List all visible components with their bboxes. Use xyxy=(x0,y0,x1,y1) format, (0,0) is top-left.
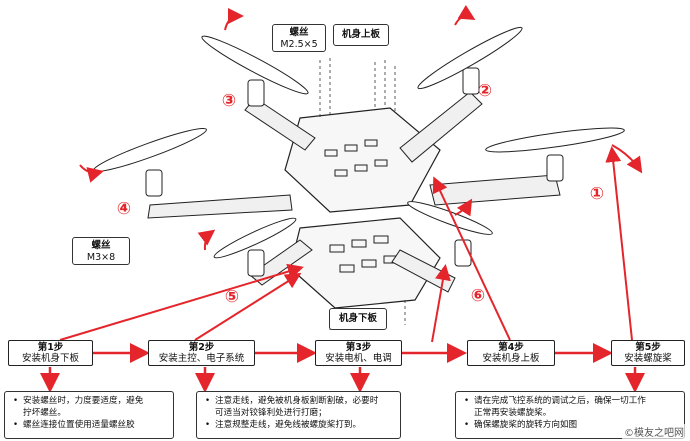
note-step1-item-2: 螺丝连接位置使用适量螺丝胶 xyxy=(13,419,167,431)
leader-step4 xyxy=(432,176,511,341)
step-2: 第2步 安装主控、电子系统 xyxy=(148,340,255,366)
rotation-arrow-6 xyxy=(454,198,473,217)
step-1-title: 第1步 xyxy=(37,342,64,353)
step-4: 第4步 安装机身上板 xyxy=(467,340,555,366)
note-step1: 安装螺丝时，力度要适度，避免 拧坏螺丝。 螺丝连接位置使用适量螺丝胶 xyxy=(4,391,174,439)
step-5-desc: 安装螺旋桨 xyxy=(624,353,672,364)
motor-5 xyxy=(247,249,265,277)
arm-number-1: ① xyxy=(590,184,604,204)
propeller-5 xyxy=(213,217,297,259)
step-1-desc: 安装机身下板 xyxy=(21,353,79,364)
arm-number-5: ⑤ xyxy=(225,287,239,307)
motor-3 xyxy=(247,79,265,107)
rotation-arrow-4 xyxy=(79,164,104,183)
screw-label-left: 螺丝 M3×8 xyxy=(72,237,130,265)
note-step2-line-1: 注意走线，避免被机身板割断割破，必要时 xyxy=(215,396,379,406)
step-4-title: 第4步 xyxy=(498,342,524,353)
arm-number-4: ④ xyxy=(117,199,131,219)
note-step1-line-2: 拧坏螺丝。 xyxy=(23,408,66,418)
step-2-desc: 安装主控、电子系统 xyxy=(158,353,245,364)
upper-plate-label-text: 机身上板 xyxy=(341,29,380,40)
arm-number-6: ⑥ xyxy=(471,286,485,306)
arm-2 xyxy=(399,91,483,163)
arm-1 xyxy=(429,174,561,206)
leader-step2 xyxy=(194,272,302,341)
note-step2-item-2: 注意规整走线，避免线被螺旋桨打到。 xyxy=(205,419,394,431)
lower-plate-label-text: 机身下板 xyxy=(338,313,377,324)
propeller-4 xyxy=(93,127,207,173)
propeller-2 xyxy=(417,26,523,90)
propeller-3 xyxy=(201,35,309,95)
propeller-6 xyxy=(407,201,493,235)
note-step2-line-3: 注意规整走线，避免线被螺旋桨打到。 xyxy=(215,420,362,430)
step-1: 第1步 安装机身下板 xyxy=(8,340,93,366)
arm-4 xyxy=(147,194,293,219)
step-2-title: 第2步 xyxy=(188,342,215,353)
screw-label-top-spec: M2.5×5 xyxy=(280,39,318,50)
note-step2-line-2: 可适当对铰锋利处进行打磨； xyxy=(215,408,327,418)
step-3-title: 第3步 xyxy=(345,342,372,353)
leader-step1 xyxy=(59,263,304,341)
arm-number-2: ② xyxy=(478,81,492,101)
note-step5-line-1: 请在完成飞控系统的调试之后，确保一切工作 xyxy=(474,396,646,406)
arm-5 xyxy=(249,239,313,286)
step-5-title: 第5步 xyxy=(635,342,661,353)
arm-number-3: ③ xyxy=(222,91,236,111)
note-step1-item-1: 安装螺丝时，力度要适度，避免 拧坏螺丝。 xyxy=(13,395,167,419)
note-step2-item-1: 注意走线，避免被机身板割断割破，必要时 可适当对铰锋利处进行打磨； xyxy=(205,395,394,419)
motor-2 xyxy=(462,67,480,95)
rotation-arrow-5 xyxy=(197,229,216,251)
note-step5-item-1: 请在完成飞控系统的调试之后，确保一切工作 正常再安装螺旋桨。 xyxy=(464,395,678,419)
step-3: 第3步 安装电机、电调 xyxy=(315,340,402,366)
note-step5-line-3: 确保螺旋桨的旋转方向如图 xyxy=(474,420,578,430)
watermark: ©模友之吧网 xyxy=(622,424,686,439)
note-step5-item-2: 确保螺旋桨的旋转方向如图 xyxy=(464,419,678,431)
upper-plate-label: 机身上板 xyxy=(333,24,389,46)
step-5: 第5步 安装螺旋桨 xyxy=(611,340,685,366)
lower-plate xyxy=(289,217,441,309)
propeller-1 xyxy=(485,127,625,153)
screw-label-left-title: 螺丝 xyxy=(91,240,111,251)
screw-label-top-title: 螺丝 xyxy=(289,27,309,38)
note-step5: 请在完成飞控系统的调试之后，确保一切工作 正常再安装螺旋桨。 确保螺旋桨的旋转方… xyxy=(455,391,685,439)
note-step5-line-2: 正常再安装螺旋桨。 xyxy=(474,408,552,418)
rotation-arrow-1 xyxy=(611,144,643,174)
leader-step5 xyxy=(605,146,633,341)
step-3-desc: 安装电机、电调 xyxy=(325,353,392,364)
motor-1 xyxy=(546,154,564,182)
motor-4 xyxy=(145,169,163,197)
rotation-arrow-2 xyxy=(454,4,476,26)
note-step1-line-1: 安装螺丝时，力度要适度，避免 xyxy=(23,396,144,406)
note-step2-3: 注意走线，避免被机身板割断割破，必要时 可适当对铰锋利处进行打磨； 注意规整走线… xyxy=(196,391,401,439)
upper-plate xyxy=(284,107,441,213)
screw-label-top: 螺丝 M2.5×5 xyxy=(272,24,326,52)
leader-step3 xyxy=(431,264,451,343)
step-4-desc: 安装机身上板 xyxy=(482,353,540,364)
note-step1-line-3: 螺丝连接位置使用适量螺丝胶 xyxy=(23,420,135,430)
rotation-arrow-3 xyxy=(224,8,244,31)
lower-plate-label: 机身下板 xyxy=(329,308,387,330)
screw-label-left-spec: M3×8 xyxy=(86,252,116,263)
